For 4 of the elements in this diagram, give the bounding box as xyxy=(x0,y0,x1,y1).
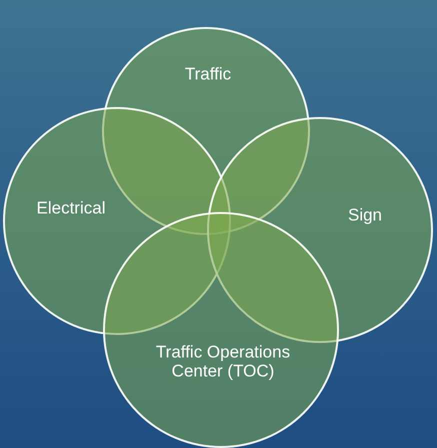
circle-label: Electrical xyxy=(36,200,106,218)
circle-label: Sign xyxy=(346,206,384,226)
circle-label: Traffic Operations Center (TOC) xyxy=(154,343,292,381)
circle-label: Traffic xyxy=(184,66,232,84)
